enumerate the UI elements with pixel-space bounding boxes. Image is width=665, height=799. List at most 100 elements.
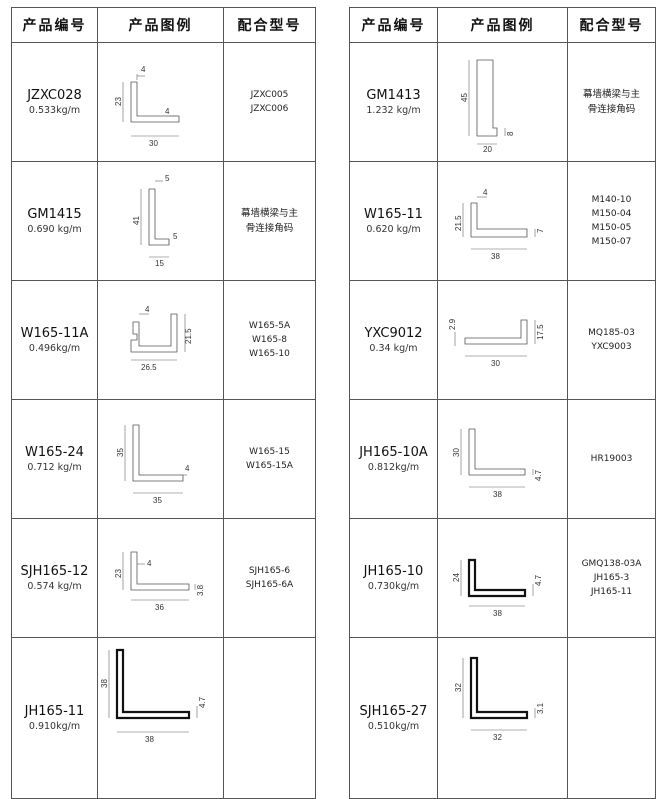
profile-drawing: 5 41 5 15	[132, 174, 178, 268]
profile-figure-cell: 45 8 20	[437, 42, 568, 162]
model-item: JZXC005	[250, 90, 289, 100]
dim-label: 41	[132, 216, 141, 225]
product-code-cell: YXC9012 0.34 kg/m	[349, 280, 438, 400]
model-cell: MQ185-03 YXC9003	[567, 280, 656, 400]
model-item: M150-05	[591, 223, 632, 233]
product-code-cell: JH165-11 0.910kg/m	[11, 637, 98, 799]
product-weight: 0.34 kg/m	[369, 343, 418, 354]
header-figure: 产品图例	[97, 7, 224, 43]
product-weight: 0.910kg/m	[28, 721, 81, 732]
profile-drawing: 4 23 4 30	[114, 65, 179, 148]
model-item: GMQ138-03A	[581, 559, 642, 569]
model-list: MQ185-03 YXC9003	[568, 326, 655, 354]
dim-label: 38	[145, 735, 154, 744]
product-code: W165-11	[364, 207, 423, 222]
profile-figure-cell: 4 21.5 26.5	[97, 280, 224, 400]
table-header-row: 产品编号 产品图例 配合型号	[349, 7, 656, 43]
table-row: GM1413 1.232 kg/m 45 8 20 幕墙横梁与主 骨连接角码	[349, 42, 656, 162]
dim-label: 3.8	[196, 584, 205, 596]
dim-label: 32	[454, 683, 463, 692]
product-weight: 0.690 kg/m	[27, 224, 82, 235]
model-item: W165-8	[251, 335, 288, 345]
profile-drawing: 4 21.5 26.5	[130, 305, 193, 372]
dim-label: 4	[483, 188, 488, 197]
right-product-table: 产品编号 产品图例 配合型号 GM1413 1.232 kg/m 45 8 20…	[349, 7, 656, 799]
dim-label: 35	[116, 448, 125, 457]
profile-figure-cell: 2.9 17.5 30	[437, 280, 568, 400]
product-code-cell: W165-11 0.620 kg/m	[349, 161, 438, 281]
product-code: GM1413	[366, 88, 421, 103]
model-item: M150-04	[591, 209, 632, 219]
product-weight: 0.574 kg/m	[27, 581, 82, 592]
product-code-cell: JH165-10A 0.812kg/m	[349, 399, 438, 519]
dim-label: 20	[483, 145, 492, 154]
model-item: SJH165-6	[248, 566, 291, 576]
profile-figure-cell: 32 3.1 32	[437, 637, 568, 799]
product-weight: 0.812kg/m	[367, 462, 420, 473]
dim-label: 8	[506, 131, 515, 136]
profile-figure-cell: 38 4.7 38	[97, 637, 224, 799]
dim-label: 32	[493, 733, 502, 742]
dim-label: 4.7	[534, 574, 543, 586]
product-code-cell: SJH165-12 0.574 kg/m	[11, 518, 98, 638]
product-code-cell: JZXC028 0.533kg/m	[11, 42, 98, 162]
model-item: HR19003	[590, 454, 633, 464]
dim-label: 36	[155, 603, 164, 612]
product-code: JH165-10A	[359, 445, 428, 460]
model-cell	[223, 637, 316, 799]
model-item: MQ185-03	[588, 328, 635, 338]
profile-figure-cell: 24 4.7 38	[437, 518, 568, 638]
product-weight: 0.533kg/m	[28, 105, 81, 116]
dim-label: 2.9	[448, 318, 457, 330]
dim-label: 4.7	[534, 469, 543, 481]
model-item: 幕墙横梁与主	[582, 89, 640, 100]
model-item: JH165-3	[593, 573, 630, 583]
profile-drawing: 2.9 17.5 30	[448, 318, 545, 368]
product-code: SJH165-12	[20, 564, 89, 579]
model-list: 幕墙横梁与主 骨连接角码	[224, 206, 315, 236]
table-row: GM1415 0.690 kg/m 5 41 5 15 幕墙横梁与主 骨连接角码	[11, 161, 316, 281]
header-model: 配合型号	[223, 7, 316, 43]
model-item: 骨连接角码	[587, 104, 636, 115]
dim-label: 3.1	[536, 702, 545, 714]
model-item: W165-10	[249, 349, 290, 359]
model-cell: JZXC005 JZXC006	[223, 42, 316, 162]
table-row: JH165-10 0.730kg/m 24 4.7 38 GMQ138-03A …	[349, 518, 656, 638]
profile-figure-cell: 35 4 35	[97, 399, 224, 519]
profile-drawing: 30 4.7 38	[452, 428, 543, 499]
model-item: JH165-11	[590, 587, 633, 597]
dim-label: 5	[165, 174, 170, 183]
dim-label: 4	[185, 464, 190, 473]
dim-label: 15	[155, 259, 164, 268]
product-code: YXC9012	[364, 326, 423, 341]
profile-figure-cell: 4 23 4 30	[97, 42, 224, 162]
header-code: 产品编号	[11, 7, 98, 43]
profile-drawing: 4 21.5 7 38	[454, 188, 545, 261]
model-item: W165-15	[249, 447, 290, 457]
dim-label: 23	[114, 97, 123, 106]
product-code: SJH165-27	[359, 704, 428, 719]
table-row: JZXC028 0.533kg/m 4 23 4 30 JZXC005 JZXC…	[11, 42, 316, 162]
table-row: W165-24 0.712 kg/m 35 4 35 W165-15 W165-…	[11, 399, 316, 519]
product-code-cell: JH165-10 0.730kg/m	[349, 518, 438, 638]
model-item: W165-5A	[248, 321, 291, 331]
product-code-cell: W165-24 0.712 kg/m	[11, 399, 98, 519]
table-header-row: 产品编号 产品图例 配合型号	[11, 7, 316, 43]
table-row: YXC9012 0.34 kg/m 2.9 17.5 30 MQ185-03 Y…	[349, 280, 656, 400]
header-code: 产品编号	[349, 7, 438, 43]
dim-label: 4	[147, 559, 152, 568]
product-code: JH165-11	[24, 704, 85, 719]
model-cell: SJH165-6 SJH165-6A	[223, 518, 316, 638]
product-weight: 0.712 kg/m	[27, 462, 82, 473]
profile-drawing: 38 4.7 38	[101, 648, 207, 744]
dim-label: 23	[114, 569, 123, 578]
product-weight: 0.620 kg/m	[366, 224, 421, 235]
dim-label: 17.5	[536, 324, 545, 340]
model-list: JZXC005 JZXC006	[224, 88, 315, 116]
product-code-cell: GM1413 1.232 kg/m	[349, 42, 438, 162]
product-weight: 0.510kg/m	[367, 721, 420, 732]
model-cell: 幕墙横梁与主 骨连接角码	[223, 161, 316, 281]
table-row: W165-11A 0.496kg/m 4 21.5 26.5 W165-5A W…	[11, 280, 316, 400]
product-code: JZXC028	[27, 88, 82, 103]
model-item: M150-07	[591, 237, 632, 247]
